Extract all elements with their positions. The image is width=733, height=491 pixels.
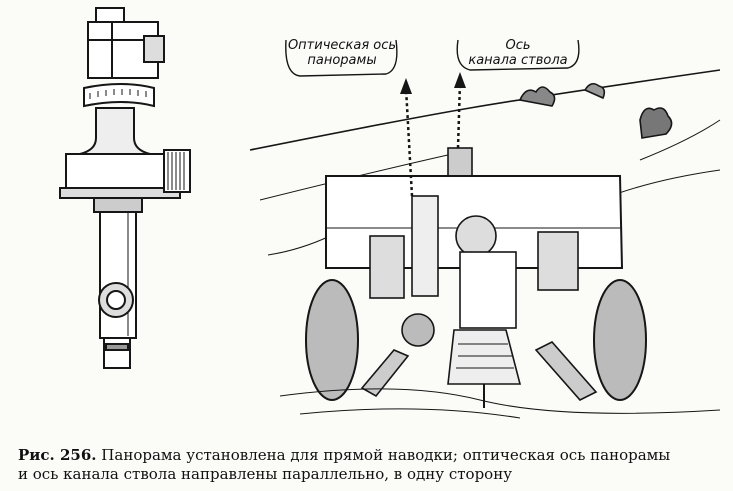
axis-arrows [404,81,462,197]
axis-arrowheads [400,72,466,94]
barrel-axis-label-line2: канала ствола [468,53,568,68]
optical-axis-label: Оптическая ось панорамы [286,38,398,68]
barrel-axis-label: Ось канала ствола [456,38,580,68]
label-bubbles [285,39,580,77]
caption-text-2: и ось канала ствола направлены параллель… [18,465,513,483]
panorama-sight-drawing [59,7,191,369]
figure-caption: Рис. 256. Панорама установлена для прямо… [18,446,730,484]
figure-label: Рис. 256. [18,446,97,464]
optical-axis-label-line2: панорамы [307,53,377,68]
illustration [59,7,721,419]
gun-scene-drawing [249,69,721,419]
optical-axis-label-line1: Оптическая ось [287,38,397,53]
barrel-axis-label-line1: Ось [505,38,531,53]
caption-line-1: Рис. 256. Панорама установлена для прямо… [18,446,730,465]
caption-text-1: Панорама установлена для прямой наводки;… [101,446,671,464]
